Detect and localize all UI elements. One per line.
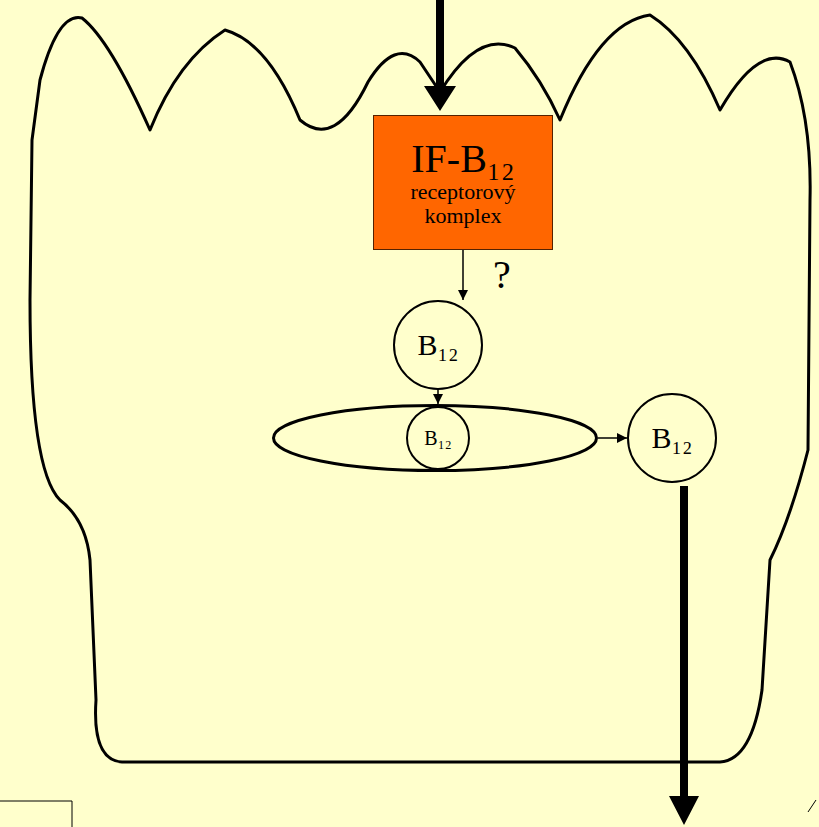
- exit-arrow: [669, 486, 699, 825]
- node-text: B₁₂: [424, 428, 451, 449]
- arrow-connector: [462, 250, 464, 300]
- edge-label: ?: [491, 255, 513, 295]
- vesicle-ellipse: B₁₂: [272, 404, 598, 472]
- frame-fragment: [0, 801, 72, 827]
- node-text: B₁₂: [418, 329, 459, 361]
- outline-shape: [394, 301, 482, 389]
- arrow-connector: [437, 390, 439, 404]
- b12-circle: B₁₂: [406, 406, 470, 470]
- cell-membrane: [30, 15, 810, 762]
- outline-shape: [407, 407, 469, 469]
- node-text: receptorový komplex: [384, 180, 542, 226]
- node-text: IF-B₁₂: [411, 138, 514, 180]
- arrow-connector: [598, 437, 627, 439]
- node-text: B₁₂: [652, 422, 693, 454]
- frame-fragment: [808, 800, 816, 812]
- receptor-complex-box: IF-B₁₂receptorový komplex: [373, 115, 553, 250]
- outline-shape: [628, 394, 716, 482]
- b12-circle: B₁₂: [627, 393, 717, 483]
- outline-shape: [274, 406, 597, 471]
- b12-circle: B₁₂: [393, 300, 483, 390]
- entry-arrow: [424, 0, 456, 111]
